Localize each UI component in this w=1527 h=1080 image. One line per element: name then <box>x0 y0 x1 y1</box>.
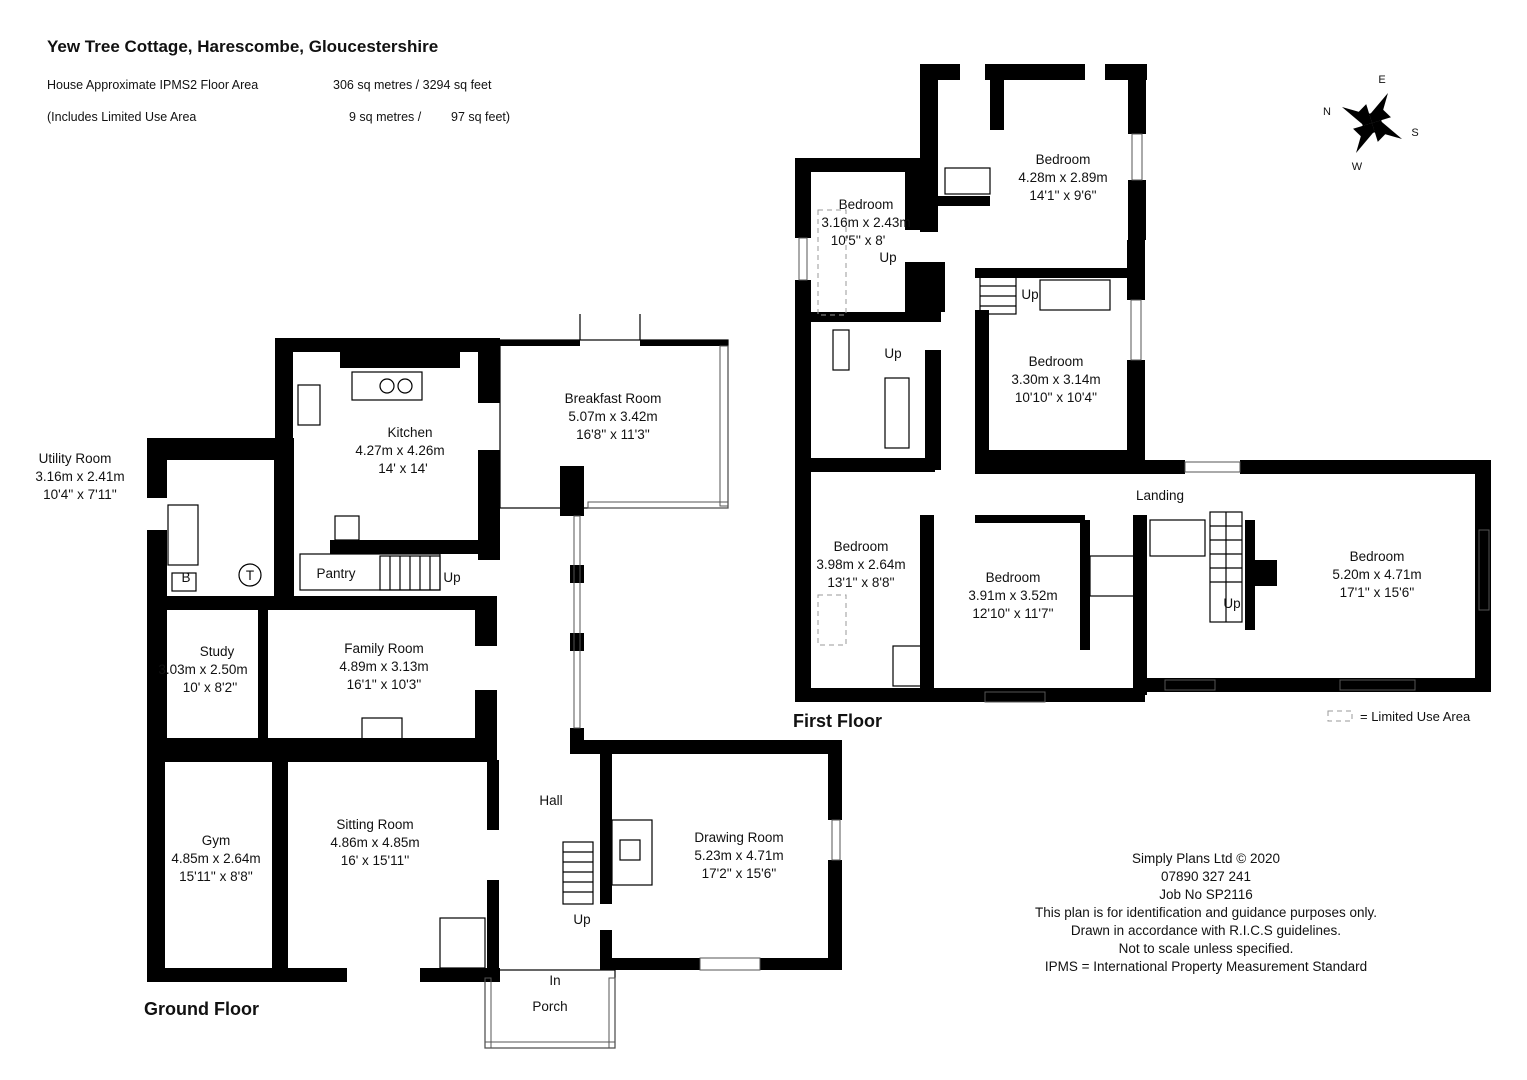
ground-floor-label: Ground Floor <box>144 999 259 1019</box>
gym-imperial: 15'11'' x 8'8'' <box>179 869 253 884</box>
tank-label: T <box>246 568 254 583</box>
ground-floor-walls <box>147 314 842 1049</box>
drawing-room-name: Drawing Room <box>694 830 783 845</box>
bedroom-c-name: Bedroom <box>1029 354 1084 369</box>
first-up-3: Up <box>884 346 901 361</box>
sitting-room-metric: 4.86m x 4.85m <box>330 835 419 850</box>
compass-rose-icon <box>1341 92 1403 154</box>
family-room-name: Family Room <box>344 641 424 656</box>
bedroom-b-metric: 4.28m x 2.89m <box>1018 170 1107 185</box>
bedroom-a-metric: 3.16m x 2.43m <box>821 215 910 230</box>
drawing-room-imperial: 17'2'' x 15'6'' <box>702 866 777 881</box>
area-value: 306 sq metres / 3294 sq feet <box>333 78 492 92</box>
compass-e: E <box>1378 74 1385 86</box>
gym-metric: 4.85m x 2.64m <box>171 851 260 866</box>
compass-n: N <box>1323 106 1331 118</box>
limited-area-label: (Includes Limited Use Area <box>47 110 197 124</box>
bedroom-e-imperial: 12'10'' x 11'7'' <box>972 606 1053 621</box>
breakfast-room-metric: 5.07m x 3.42m <box>568 409 657 424</box>
family-room-imperial: 16'1'' x 10'3'' <box>347 677 422 692</box>
note-company: Simply Plans Ltd © 2020 <box>1132 851 1280 866</box>
bedroom-f-metric: 5.20m x 4.71m <box>1332 567 1421 582</box>
breakfast-room-imperial: 16'8'' x 11'3'' <box>576 427 650 442</box>
bedroom-c-imperial: 10'10'' x 10'4'' <box>1015 390 1097 405</box>
pantry-up: Up <box>443 570 460 585</box>
limited-use-swatch <box>1327 710 1353 722</box>
utility-room-metric: 3.16m x 2.41m <box>35 469 124 484</box>
first-floor-label: First Floor <box>793 711 882 731</box>
landing-name: Landing <box>1136 488 1184 503</box>
note-purpose: This plan is for identification and guid… <box>1035 905 1377 920</box>
compass-w: W <box>1352 161 1363 173</box>
bedroom-d-imperial: 13'1'' x 8'8'' <box>827 575 894 590</box>
kitchen-metric: 4.27m x 4.26m <box>355 443 444 458</box>
limited-area-feet: 97 sq feet) <box>451 110 511 124</box>
study-metric: 3.03m x 2.50m <box>158 662 247 677</box>
study-imperial: 10' x 8'2'' <box>183 680 238 695</box>
bedroom-f-name: Bedroom <box>1350 549 1405 564</box>
entrance-in: In <box>549 973 560 988</box>
bedroom-f-imperial: 17'1'' x 15'6'' <box>1340 585 1415 600</box>
bedroom-b-name: Bedroom <box>1036 152 1091 167</box>
boiler-label: B <box>181 570 190 585</box>
first-up-1: Up <box>879 250 896 265</box>
hall-stairs-up: Up <box>573 912 590 927</box>
kitchen-name: Kitchen <box>387 425 432 440</box>
bedroom-d-metric: 3.98m x 2.64m <box>816 557 905 572</box>
utility-room-imperial: 10'4'' x 7'11'' <box>43 487 117 502</box>
gym-name: Gym <box>202 833 231 848</box>
bedroom-c-metric: 3.30m x 3.14m <box>1011 372 1100 387</box>
first-floor-walls <box>795 64 1491 703</box>
porch-name: Porch <box>532 999 567 1014</box>
first-up-2: Up <box>1021 287 1038 302</box>
pantry-name: Pantry <box>316 566 355 581</box>
bedroom-b-imperial: 14'1'' x 9'6'' <box>1029 188 1096 203</box>
compass-s: S <box>1411 127 1418 139</box>
note-rics: Drawn in accordance with R.I.C.S guideli… <box>1071 923 1341 938</box>
note-phone: 07890 327 241 <box>1161 869 1251 884</box>
note-job: Job No SP2116 <box>1159 887 1253 902</box>
plan-title: Yew Tree Cottage, Harescombe, Gloucester… <box>47 37 439 56</box>
kitchen-imperial: 14' x 14' <box>378 461 427 476</box>
bedroom-d-name: Bedroom <box>834 539 889 554</box>
limited-use-legend: = Limited Use Area <box>1360 709 1471 724</box>
first-up-4: Up <box>1223 596 1240 611</box>
note-ipms: IPMS = International Property Measuremen… <box>1045 959 1367 974</box>
limited-area-metres: 9 sq metres / <box>349 110 422 124</box>
hall-name: Hall <box>539 793 562 808</box>
breakfast-room-name: Breakfast Room <box>565 391 662 406</box>
note-scale: Not to scale unless specified. <box>1119 941 1294 956</box>
bedroom-e-name: Bedroom <box>986 570 1041 585</box>
area-label: House Approximate IPMS2 Floor Area <box>47 78 259 92</box>
family-room-metric: 4.89m x 3.13m <box>339 659 428 674</box>
sitting-room-name: Sitting Room <box>336 817 413 832</box>
bedroom-a-imperial: 10'5'' x 8' <box>831 233 886 248</box>
study-name: Study <box>200 644 235 659</box>
bedroom-e-metric: 3.91m x 3.52m <box>968 588 1057 603</box>
bedroom-a-name: Bedroom <box>839 197 894 212</box>
utility-room-name: Utility Room <box>39 451 112 466</box>
drawing-room-metric: 5.23m x 4.71m <box>694 848 783 863</box>
sitting-room-imperial: 16' x 15'11'' <box>341 853 410 868</box>
